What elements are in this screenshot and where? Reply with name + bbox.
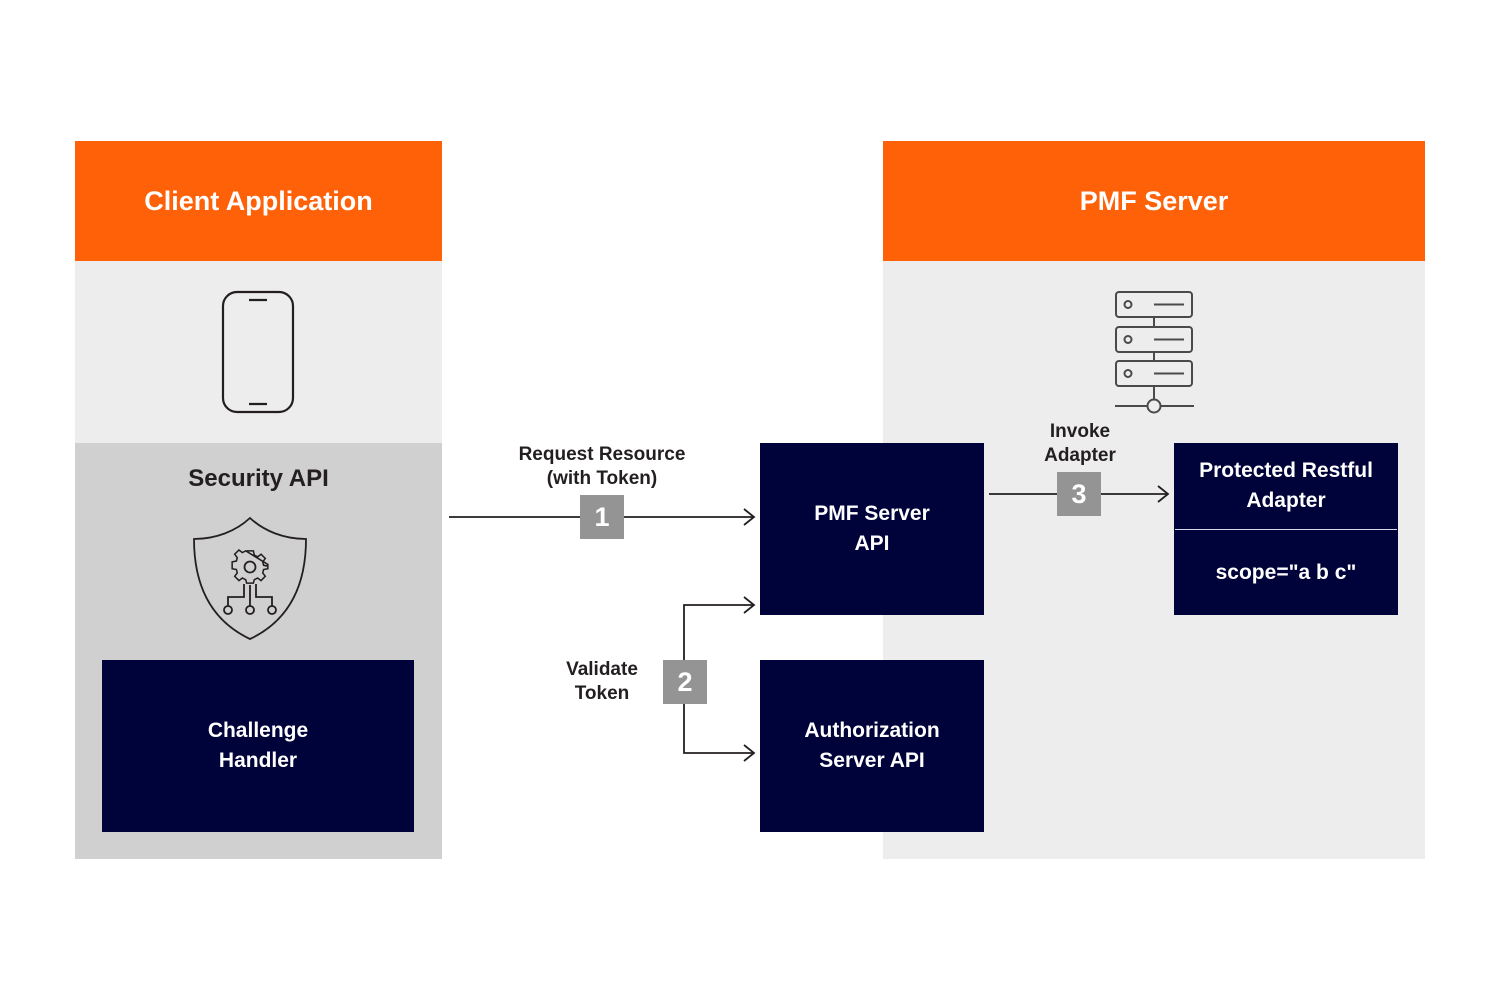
pmf-server-header: PMF Server	[883, 141, 1425, 261]
authorization-server-api-line-1: Authorization	[804, 719, 940, 742]
flow-2-arrowhead-lower	[743, 744, 756, 762]
protected-adapter-title-line-1: Protected Restful	[1199, 459, 1373, 482]
client-application-header: Client Application	[75, 141, 442, 261]
pmf-server-api-line-1: PMF Server	[814, 502, 930, 525]
step-3-badge: 3	[1057, 472, 1101, 516]
protected-adapter-title-line-2: Adapter	[1246, 489, 1326, 512]
server-rack-icon	[1115, 291, 1194, 414]
flow-2-label: Validate Token	[547, 658, 657, 706]
flow-1-label-line-2: (with Token)	[546, 468, 658, 489]
step-2-badge: 2	[663, 660, 707, 704]
protected-adapter-title: Protected Restful Adapter	[1199, 443, 1373, 529]
challenge-handler-box[interactable]: Challenge Handler	[102, 660, 414, 832]
authorization-server-api-box[interactable]: Authorization Server API	[760, 660, 984, 832]
flow-2-label-line-2: Token	[574, 683, 630, 704]
client-application-title: Client Application	[144, 185, 373, 216]
flow-3-label: Invoke Adapter	[1020, 420, 1140, 468]
flow-1-arrowhead	[743, 508, 756, 526]
flow-2-line-upper	[683, 604, 754, 660]
pmf-server-title: PMF Server	[1079, 185, 1229, 216]
flow-1-label-line-1: Request Resource	[518, 444, 686, 465]
flow-2-line-lower	[683, 704, 754, 754]
flow-3-label-line-1: Invoke	[1049, 421, 1111, 442]
flow-1-label: Request Resource (with Token)	[492, 443, 712, 491]
authorization-server-api-line-2: Server API	[819, 749, 925, 772]
protected-adapter-scope: scope="a b c"	[1215, 560, 1357, 584]
flow-3-label-line-2: Adapter	[1044, 445, 1116, 466]
security-api-title: Security API	[188, 465, 329, 492]
shield-gear-circuit-icon	[193, 516, 307, 640]
smartphone-icon	[221, 290, 295, 414]
challenge-handler-line-2: Handler	[218, 749, 298, 772]
flow-2-arrowhead-upper	[743, 596, 756, 614]
protected-restful-adapter-box[interactable]: Protected Restful Adapter scope="a b c"	[1174, 443, 1398, 615]
flow-2-label-line-1: Validate	[566, 659, 638, 680]
challenge-handler-line-1: Challenge	[207, 719, 309, 742]
protected-adapter-divider	[1175, 529, 1397, 530]
pmf-server-api-box[interactable]: PMF Server API	[760, 443, 984, 615]
pmf-server-api-line-2: API	[854, 532, 890, 555]
step-1-badge: 1	[580, 495, 624, 539]
